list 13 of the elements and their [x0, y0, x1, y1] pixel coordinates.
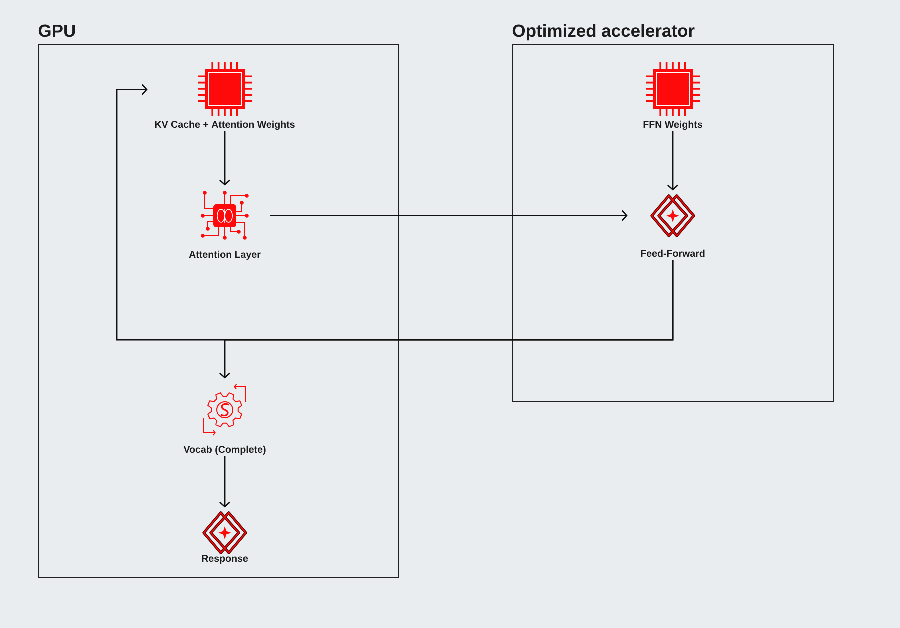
arrow — [220, 456, 230, 508]
arrow — [668, 131, 678, 191]
node-label: Response — [202, 555, 248, 564]
node-label: Feed-Forward — [641, 250, 705, 258]
arrow — [220, 131, 230, 186]
node-label: Vocab (Complete) — [184, 446, 266, 456]
node-label: FFN Weights — [644, 120, 702, 130]
heading: GPU — [38, 24, 76, 38]
arrow — [220, 260, 674, 379]
node-label: KV Cache + Attention Weights — [155, 120, 295, 130]
node-label: Attention Layer — [189, 250, 261, 260]
heading: Optimized accelerator — [512, 24, 695, 41]
arrow — [270, 210, 628, 222]
